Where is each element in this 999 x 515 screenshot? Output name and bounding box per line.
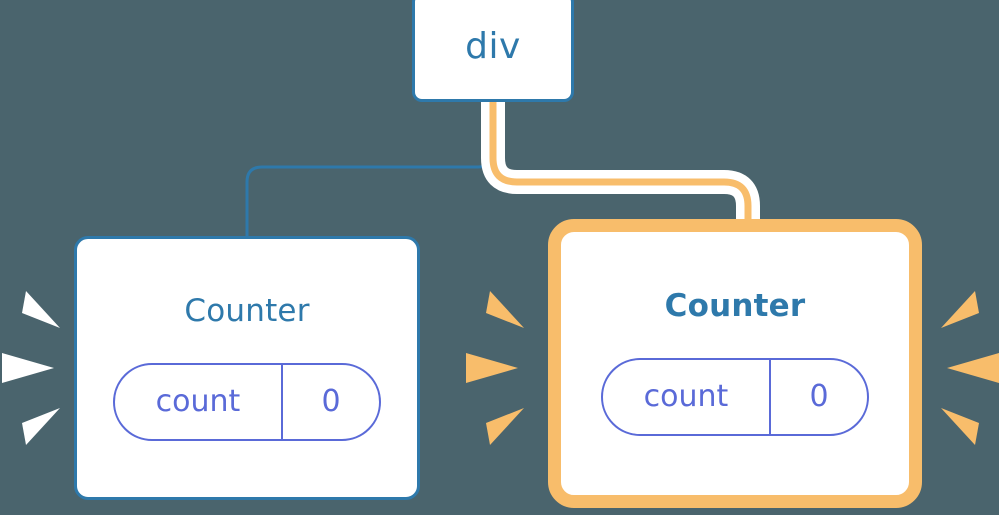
burst-ray (941, 408, 979, 445)
edge-root-to-counter-left (245, 98, 495, 242)
counter-right-state-pill: count 0 (601, 358, 869, 436)
counter-left-content: Counter count 0 (77, 239, 417, 497)
counter-left-state-value: 0 (281, 364, 379, 439)
burst-ray (466, 353, 518, 383)
burst-ray (941, 291, 979, 328)
burst-right (941, 291, 999, 445)
node-counter-left[interactable]: Counter count 0 (74, 236, 420, 500)
counter-left-state-pill: count 0 (113, 362, 381, 441)
burst-middle (466, 291, 524, 445)
counter-right-title: Counter (664, 288, 806, 324)
burst-ray (22, 408, 60, 445)
node-div[interactable]: div (412, 0, 574, 102)
counter-right-state-value: 0 (769, 360, 867, 434)
burst-ray (947, 353, 999, 383)
node-div-label: div (465, 26, 521, 67)
burst-ray (2, 353, 54, 383)
edge-root-to-counter-right (489, 96, 752, 250)
counter-right-state-key: count (643, 379, 729, 414)
node-counter-right[interactable]: Counter count 0 (548, 219, 922, 508)
counter-right-content: Counter count 0 (561, 232, 909, 495)
burst-ray (486, 408, 524, 445)
counter-left-title: Counter (184, 292, 310, 329)
burst-ray (22, 291, 60, 328)
burst-ray (486, 291, 524, 328)
burst-left (2, 291, 60, 445)
counter-left-state-key: count (155, 383, 241, 419)
